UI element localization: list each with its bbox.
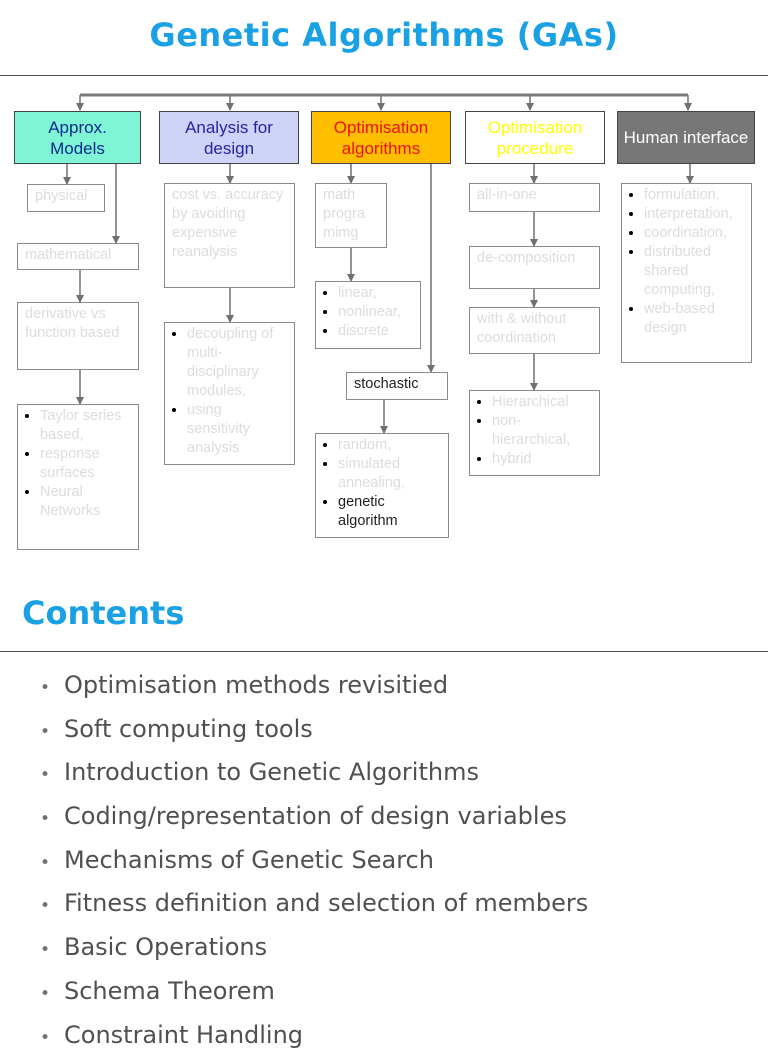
human-interface-header: Human interface bbox=[617, 111, 755, 164]
contents-item-text: Constraint Handling bbox=[64, 1021, 303, 1049]
programming-type-item: linear, bbox=[338, 284, 413, 303]
decoupling-box: decoupling of multi-disciplinary modules… bbox=[164, 322, 295, 465]
hierarchy-box: Hierarchical non-hierarchical, hybrid bbox=[469, 390, 600, 476]
all-in-one-text: all-in-one bbox=[477, 187, 537, 203]
bullet-icon: • bbox=[40, 667, 64, 711]
approx-method-item: Neural Networks bbox=[40, 483, 131, 521]
math-programming-box: math progra mimg bbox=[315, 183, 387, 248]
contents-item-text: Coding/representation of design variable… bbox=[64, 802, 567, 830]
coordination-text: with & without coordination bbox=[477, 311, 566, 346]
hierarchy-item: hybrid bbox=[492, 450, 592, 469]
approx-method-item: response surfaces bbox=[40, 445, 131, 483]
bullet-icon: • bbox=[40, 1017, 64, 1060]
math-programming-text: math progra mimg bbox=[323, 187, 365, 241]
approx-models-header: Approx. Models bbox=[14, 111, 141, 164]
contents-item-text: Soft computing tools bbox=[64, 715, 313, 743]
stochastic-box: stochastic bbox=[346, 372, 448, 400]
derivative-box: derivative vs function based bbox=[17, 302, 139, 370]
bullet-icon: • bbox=[40, 754, 64, 798]
approx-method-item: Taylor series based, bbox=[40, 407, 131, 445]
derivative-text: derivative vs function based bbox=[25, 306, 119, 341]
hierarchy-item: Hierarchical bbox=[492, 393, 592, 412]
bullet-icon: • bbox=[40, 973, 64, 1017]
contents-item-text: Schema Theorem bbox=[64, 977, 275, 1005]
analysis-method-item: decoupling of multi-disciplinary modules… bbox=[187, 325, 287, 401]
stochastic-methods-box: random, simulated annealing, genetic alg… bbox=[315, 433, 449, 538]
contents-title: Contents bbox=[22, 594, 184, 632]
programming-types-box: linear, nonlinear, discrete bbox=[315, 281, 421, 349]
analysis-for-design-header: Analysis for design bbox=[159, 111, 299, 164]
contents-item: •Fitness definition and selection of mem… bbox=[40, 882, 588, 926]
optimisation-procedure-header: Optimisation procedure bbox=[465, 111, 605, 164]
coordination-box: with & without coordination bbox=[469, 307, 600, 354]
genetic-algorithm-item: genetic algorithm bbox=[338, 493, 441, 531]
hierarchy-item: non-hierarchical, bbox=[492, 412, 592, 450]
physical-text: physical bbox=[35, 188, 87, 204]
human-interface-item: formulation, bbox=[644, 186, 744, 205]
contents-item: •Introduction to Genetic Algorithms bbox=[40, 751, 588, 795]
cost-accuracy-text: cost vs. accuracy by avoiding expensive … bbox=[172, 187, 283, 260]
contents-item-text: Optimisation methods revisitied bbox=[64, 671, 448, 699]
human-interface-item: interpretation, bbox=[644, 205, 744, 224]
contents-item: •Mechanisms of Genetic Search bbox=[40, 839, 588, 883]
contents-item: •Optimisation methods revisitied bbox=[40, 664, 588, 708]
contents-item: •Soft computing tools bbox=[40, 708, 588, 752]
contents-item: •Constraint Handling bbox=[40, 1014, 588, 1058]
physical-box: physical bbox=[27, 184, 105, 212]
contents-item-text: Mechanisms of Genetic Search bbox=[64, 846, 434, 874]
cost-accuracy-box: cost vs. accuracy by avoiding expensive … bbox=[164, 183, 295, 288]
human-interface-item: distributed shared computing, bbox=[644, 243, 744, 300]
contents-list: •Optimisation methods revisitied •Soft c… bbox=[40, 664, 588, 1057]
contents-item-text: Introduction to Genetic Algorithms bbox=[64, 758, 479, 786]
human-interface-box: formulation, interpretation, coordinatio… bbox=[621, 183, 752, 363]
bullet-icon: • bbox=[40, 798, 64, 842]
decomposition-box: de-composition bbox=[469, 246, 600, 289]
bullet-icon: • bbox=[40, 929, 64, 973]
bullet-icon: • bbox=[40, 842, 64, 886]
contents-divider bbox=[0, 651, 768, 652]
stochastic-text: stochastic bbox=[354, 376, 418, 392]
analysis-method-item: using sensitivity analysis bbox=[187, 401, 287, 458]
contents-item: •Coding/representation of design variabl… bbox=[40, 795, 588, 839]
optimisation-algorithms-header: Optimisation algorithms bbox=[311, 111, 451, 164]
contents-item: •Schema Theorem bbox=[40, 970, 588, 1014]
stochastic-method-item: random, bbox=[338, 436, 441, 455]
bullet-icon: • bbox=[40, 885, 64, 929]
contents-item-text: Basic Operations bbox=[64, 933, 267, 961]
human-interface-item: web-based design bbox=[644, 300, 744, 338]
mathematical-text: mathematical bbox=[25, 247, 111, 263]
slide-title: Genetic Algorithms (GAs) bbox=[0, 16, 768, 54]
optimisation-procedure-label: Optimisation procedure bbox=[470, 117, 600, 159]
programming-type-item: nonlinear, bbox=[338, 303, 413, 322]
mathematical-box: mathematical bbox=[17, 243, 139, 270]
bullet-icon: • bbox=[40, 711, 64, 755]
decomposition-text: de-composition bbox=[477, 250, 575, 266]
human-interface-label: Human interface bbox=[622, 127, 750, 148]
approx-methods-box: Taylor series based, response surfaces N… bbox=[17, 404, 139, 550]
contents-item: •Basic Operations bbox=[40, 926, 588, 970]
analysis-for-design-label: Analysis for design bbox=[164, 117, 294, 159]
title-divider bbox=[0, 75, 768, 76]
approx-models-label: Approx. Models bbox=[19, 117, 136, 159]
stochastic-method-item: simulated annealing, bbox=[338, 455, 441, 493]
all-in-one-box: all-in-one bbox=[469, 183, 600, 212]
ga-taxonomy-diagram: Approx. Models Analysis for design Optim… bbox=[0, 80, 768, 560]
human-interface-item: coordination, bbox=[644, 224, 744, 243]
programming-type-item: discrete bbox=[338, 322, 413, 341]
optimisation-algorithms-label: Optimisation algorithms bbox=[316, 117, 446, 159]
contents-item-text: Fitness definition and selection of memb… bbox=[64, 889, 588, 917]
